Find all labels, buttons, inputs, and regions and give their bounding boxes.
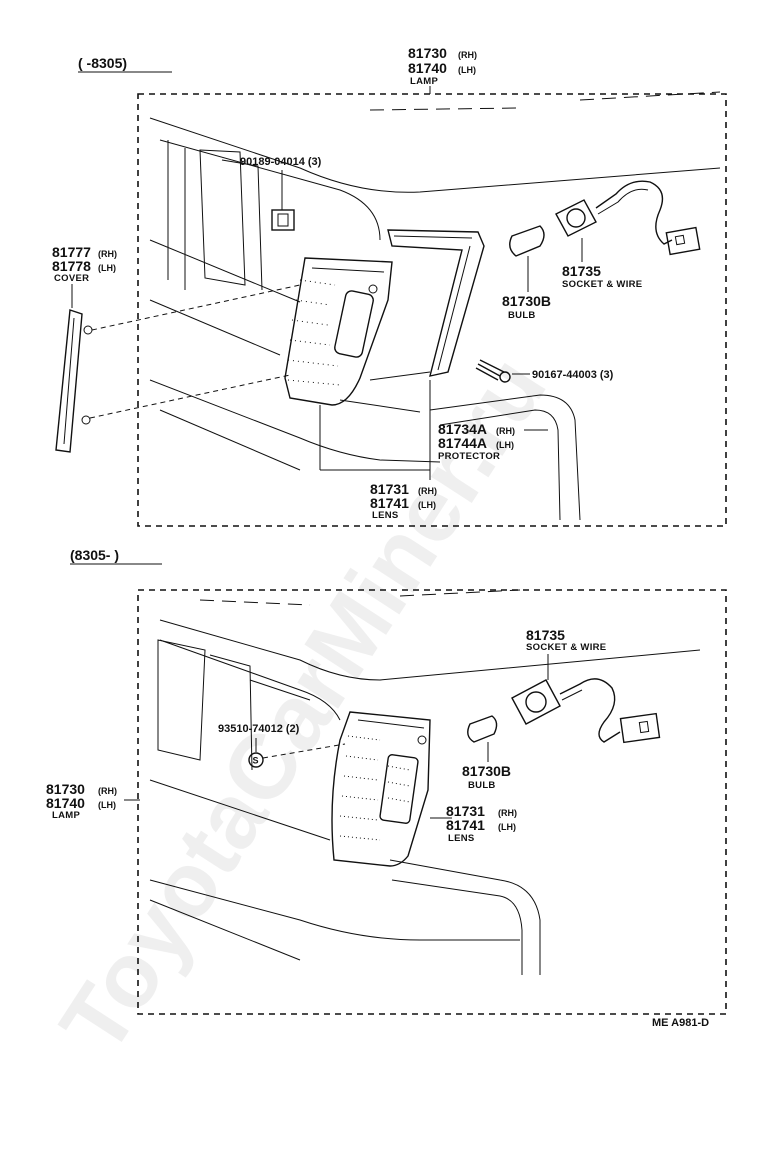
svg-text:90167-44003 (3): 90167-44003 (3) — [532, 369, 614, 381]
svg-text:(RH): (RH) — [418, 486, 437, 496]
svg-text:BULB: BULB — [468, 780, 496, 791]
svg-text:90189-04014 (3): 90189-04014 (3) — [240, 156, 322, 168]
svg-text:(LH): (LH) — [458, 65, 476, 75]
lower-screw-part: 93510-74012 (2) S — [218, 723, 346, 768]
lower-section: (8305- ) — [46, 547, 727, 1029]
upper-lens-part — [284, 257, 431, 480]
svg-text:(LH): (LH) — [98, 800, 116, 810]
svg-text:93510-74012 (2): 93510-74012 (2) — [218, 723, 300, 735]
lower-body-outline — [149, 589, 701, 975]
upper-lens-label: 81731 (RH) 81741 (LH) LENS — [370, 481, 437, 521]
lower-lamp-label: 81730 (RH) 81740 (LH) LAMP — [46, 781, 140, 821]
watermark: ToyotaCarMiner.ru — [41, 339, 566, 1071]
lower-screw-symbol — [248, 752, 264, 768]
svg-text:S: S — [253, 756, 259, 766]
svg-text:81735: 81735 — [562, 263, 601, 279]
svg-text:(LH): (LH) — [498, 822, 516, 832]
svg-text:81731: 81731 — [370, 481, 409, 497]
svg-text:81731: 81731 — [446, 803, 485, 819]
svg-text:(LH): (LH) — [418, 500, 436, 510]
lower-period-label: (8305- ) — [70, 547, 119, 563]
svg-text:81777: 81777 — [52, 244, 91, 260]
svg-text:LENS: LENS — [372, 510, 399, 521]
lower-lens-label: 81731 (RH) 81741 (LH) LENS — [446, 803, 517, 844]
upper-body-outline — [149, 91, 721, 521]
svg-text:PROTECTOR: PROTECTOR — [438, 451, 500, 462]
upper-section: ( -8305) 81730 (RH) 81740 (LH) LAMP — [52, 45, 727, 527]
svg-text:(LH): (LH) — [496, 440, 514, 450]
upper-period-label: ( -8305) — [78, 55, 127, 71]
upper-screw-part: 90167-44003 (3) — [475, 359, 614, 383]
svg-text:81730B: 81730B — [462, 763, 511, 779]
svg-text:LENS: LENS — [448, 833, 475, 844]
upper-clip: 90189-04014 (3) — [240, 156, 322, 231]
svg-text:81734A: 81734A — [438, 421, 487, 437]
svg-text:81730: 81730 — [46, 781, 85, 797]
svg-text:SOCKET & WIRE: SOCKET & WIRE — [526, 642, 606, 653]
upper-protector-part: 81734A (RH) 81744A (LH) PROTECTOR — [387, 229, 548, 462]
svg-text:(RH): (RH) — [496, 426, 515, 436]
svg-text:81740: 81740 — [408, 60, 447, 76]
svg-text:LAMP: LAMP — [52, 810, 80, 821]
svg-text:(LH): (LH) — [98, 263, 116, 273]
lower-bulb-part: 81730B BULB — [462, 715, 511, 791]
svg-text:81730: 81730 — [408, 45, 447, 61]
svg-text:(RH): (RH) — [458, 50, 477, 60]
upper-cover-part: 81777 (RH) 81778 (LH) COVER — [52, 244, 301, 453]
svg-text:BULB: BULB — [508, 310, 536, 321]
svg-text:81735: 81735 — [526, 627, 565, 643]
svg-text:SOCKET & WIRE: SOCKET & WIRE — [562, 279, 642, 290]
svg-text:81778: 81778 — [52, 258, 91, 274]
upper-socket-part: 81735 SOCKET & WIRE — [555, 180, 701, 290]
svg-text:(RH): (RH) — [498, 808, 517, 818]
svg-text:LAMP: LAMP — [410, 76, 438, 87]
svg-text:81741: 81741 — [446, 817, 485, 833]
upper-bulb-part: 81730B BULB — [502, 225, 551, 321]
svg-text:(RH): (RH) — [98, 249, 117, 259]
svg-text:COVER: COVER — [54, 273, 89, 284]
upper-lamp-label: 81730 (RH) 81740 (LH) LAMP — [408, 45, 477, 94]
svg-text:81730B: 81730B — [502, 293, 551, 309]
svg-text:81740: 81740 — [46, 795, 85, 811]
lower-socket-part: 81735 SOCKET & WIRE — [511, 627, 661, 744]
diagram-code: ME A981-D — [652, 1017, 709, 1029]
svg-text:81741: 81741 — [370, 495, 409, 511]
svg-text:81744A: 81744A — [438, 435, 487, 451]
upper-frame — [137, 93, 727, 527]
svg-text:(RH): (RH) — [98, 786, 117, 796]
lower-lens-part — [331, 711, 452, 867]
